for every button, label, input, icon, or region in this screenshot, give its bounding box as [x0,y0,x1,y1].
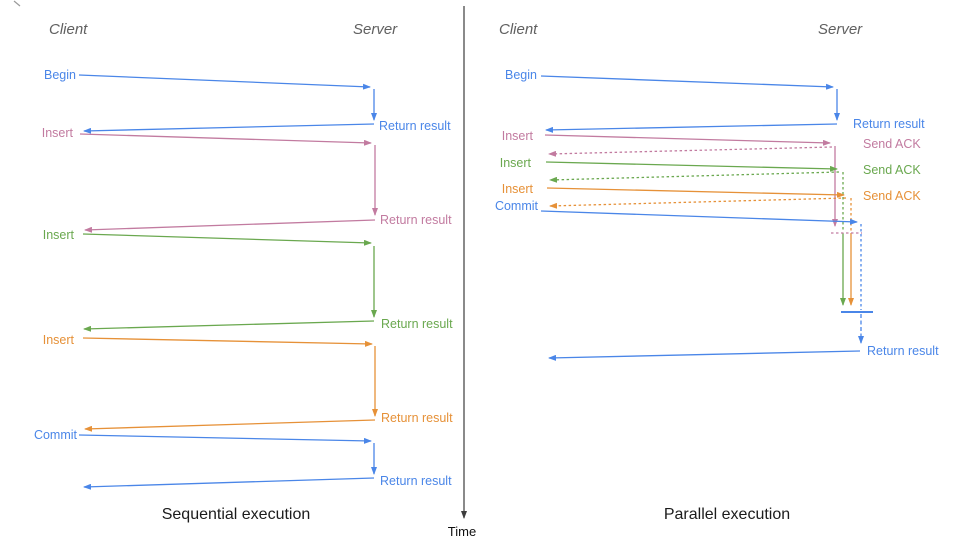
sequential-execution-title: Sequential execution [161,506,311,523]
par-insert1-request-line [544,134,831,146]
seq-result-begin-label: Return result [379,119,451,133]
seq-result-commit-label: Return result [380,474,452,488]
seq-commit-request-line [78,434,372,444]
par-op-insert-2-label: Insert [500,156,532,170]
left-client-header: Client [49,21,88,38]
par-result-commit-label: Return result [867,344,939,358]
par-op-begin-label: Begin [505,68,537,82]
par-insert3-request-line [546,187,845,198]
par-insert2-ack-line [549,171,840,183]
parallel-execution-title: Parallel execution [663,506,791,523]
par-commit-return-line [548,350,861,361]
seq-op-insert-2-label: Insert [43,228,75,242]
seq-op-commit-label: Commit [34,428,78,442]
seq-begin-return-line [83,123,375,134]
seq-insert1-return-line [84,219,376,233]
right-client-header: Client [499,21,538,38]
left-server-header: Server [353,21,398,38]
seq-op-insert-1-label: Insert [42,126,74,140]
seq-insert1-request-line [79,133,372,146]
par-result-begin-label: Return result [853,117,925,131]
seq-insert3-return-line [84,419,376,432]
par-begin-return-line [545,123,838,133]
seq-insert3-request-line [82,337,373,347]
par-commit-request-line [540,210,858,225]
deco-crop-mark-line [13,0,21,7]
time-axis-label: Time [447,524,477,539]
par-op-insert-1-label: Insert [502,129,534,143]
seq-commit-return-line [83,477,375,490]
par-insert2-request-line [545,161,838,172]
seq-op-begin-label: Begin [44,68,76,82]
par-insert1-ack-line [548,146,833,157]
seq-result-insert-3-label: Return result [381,411,453,425]
seq-result-insert-2-label: Return result [381,317,453,331]
seq-insert2-request-line [82,233,372,246]
par-op-insert-3-label: Insert [502,182,534,196]
seq-begin-request-line [78,74,371,90]
seq-result-insert-1-label: Return result [380,213,452,227]
par-ack-insert-2-label: Send ACK [863,163,921,177]
par-ack-insert-3-label: Send ACK [863,189,921,203]
seq-insert2-return-line [83,320,375,332]
par-begin-request-line [540,75,834,90]
par-ack-insert-1-label: Send ACK [863,137,921,151]
par-insert3-ack-line [549,197,847,209]
par-op-commit-label: Commit [495,199,539,213]
right-server-header: Server [818,21,863,38]
seq-op-insert-3-label: Insert [43,333,75,347]
